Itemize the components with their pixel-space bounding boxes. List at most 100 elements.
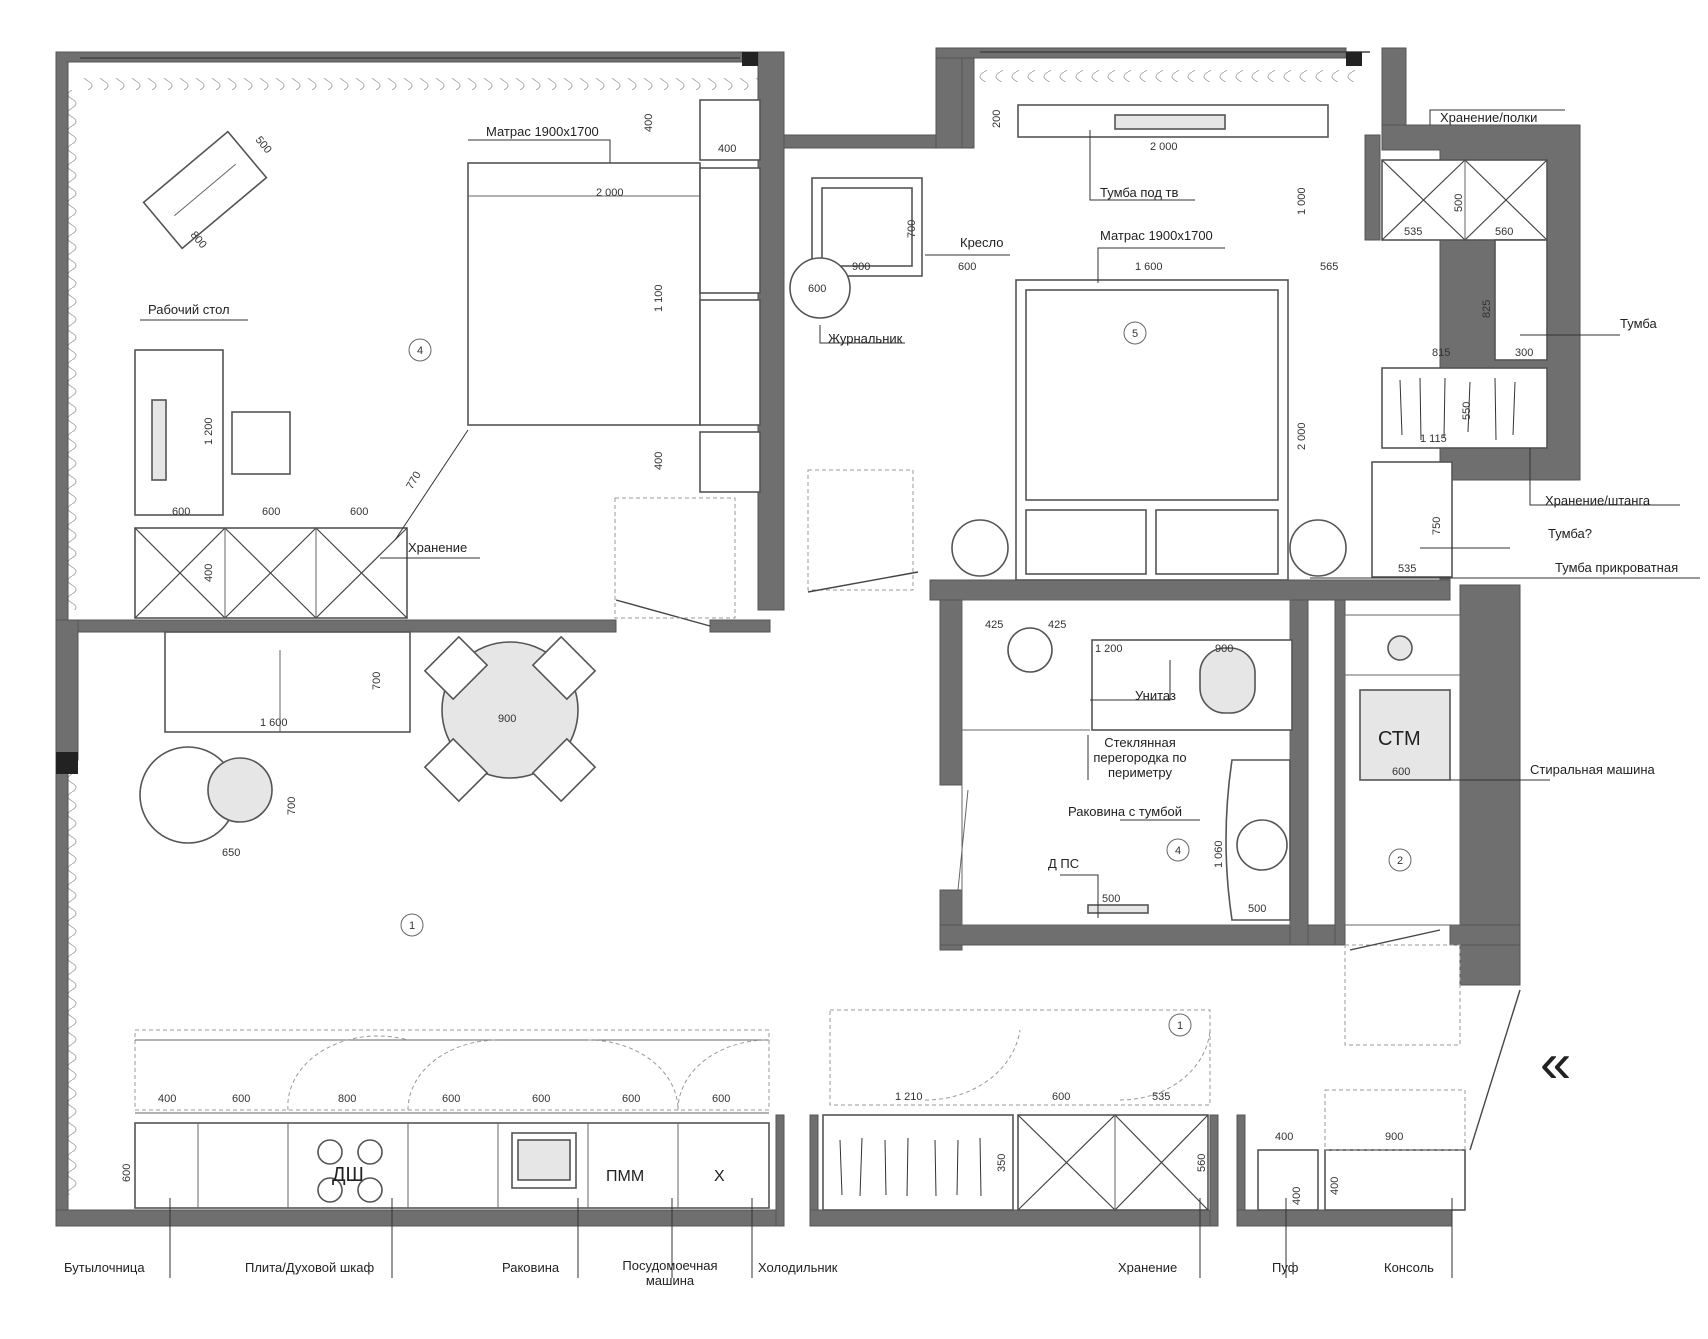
label-coffee-table: Журнальник	[828, 331, 903, 346]
mark-pmm: ПММ	[606, 1168, 644, 1185]
dim: 400	[158, 1093, 176, 1105]
dim: 500	[253, 134, 274, 156]
dim: 400	[1329, 1177, 1341, 1195]
dim: 560	[1495, 226, 1513, 238]
doors	[614, 497, 1441, 951]
dim: 600	[1052, 1091, 1070, 1103]
nightstand-1a[interactable]	[699, 99, 761, 161]
curtain-left-upper	[66, 90, 80, 610]
curtain-top-right	[962, 70, 1362, 82]
dim: 600	[808, 283, 826, 295]
coffee-table[interactable]	[789, 257, 851, 319]
label-armchair: Кресло	[960, 235, 1004, 250]
dimensions: 400 400 2 000 1 100 400 500 800 1 200 77…	[121, 110, 1533, 1205]
dim: 1 100	[653, 284, 665, 312]
dim: 815	[1432, 347, 1450, 359]
dim: 1 000	[1296, 187, 1308, 215]
desk-chair[interactable]	[231, 411, 291, 475]
nightstand-1b[interactable]	[699, 431, 761, 493]
dim: 200	[991, 110, 1003, 128]
dim: 1 060	[1213, 840, 1225, 868]
label-dishwasher: Посудомоечная машина	[622, 1258, 717, 1288]
toilet[interactable]	[1199, 647, 1256, 714]
label-mattress-2: Матрас 1900х1700	[1100, 228, 1213, 243]
dim: 400	[1275, 1131, 1293, 1143]
bed-1[interactable]	[467, 162, 701, 426]
console[interactable]	[1324, 1149, 1466, 1211]
dim: 600	[1392, 766, 1410, 778]
hall-storage-rod[interactable]	[822, 1114, 1014, 1211]
bedside-round-a[interactable]	[951, 519, 1009, 577]
dim: 2 000	[1150, 141, 1178, 153]
dim: 600	[712, 1093, 730, 1105]
dining-chairs[interactable]	[423, 635, 597, 803]
dim: 400	[643, 114, 655, 132]
label-storage-bedroom: Хранение	[408, 540, 467, 555]
column-marker	[56, 752, 78, 774]
hall-storage[interactable]	[1017, 1114, 1209, 1211]
dim: 650	[222, 847, 240, 859]
dim: 535	[1152, 1091, 1170, 1103]
pouf[interactable]	[1257, 1149, 1319, 1211]
dim: 1 200	[203, 417, 215, 445]
kitchen-counter[interactable]	[134, 1122, 770, 1209]
mark-x: Х	[714, 1168, 725, 1185]
bedside-round-b[interactable]	[1289, 519, 1347, 577]
living-room	[139, 631, 597, 844]
entry-door[interactable]	[1469, 989, 1521, 1151]
label-storage-shelves: Хранение/полки	[1440, 110, 1537, 125]
kitchen	[134, 1029, 770, 1209]
dim: 400	[1291, 1187, 1303, 1205]
dim: 400	[203, 564, 215, 582]
dim: 700	[906, 220, 918, 238]
leaders	[140, 109, 1700, 1278]
dim: 500	[1102, 893, 1120, 905]
rod-storage[interactable]	[1381, 367, 1548, 449]
pillow-2b	[1155, 509, 1279, 575]
bedroom-5	[789, 104, 1548, 591]
curtain-top-left	[78, 78, 758, 90]
dim: 400	[653, 452, 665, 470]
dim: 2 000	[1296, 422, 1308, 450]
dim: 800	[338, 1093, 356, 1105]
pillow-2a	[1025, 509, 1147, 575]
bathroom	[957, 599, 1293, 926]
label-glass-partition: Стеклянная перегородка по периметру	[1093, 735, 1186, 780]
washing-machine[interactable]	[1359, 689, 1451, 781]
dim: 700	[371, 672, 383, 690]
room-num: 5	[1132, 328, 1138, 340]
entrance-mark: «	[1540, 1031, 1571, 1094]
label-console: Консоль	[1384, 1260, 1434, 1275]
nightstand-q[interactable]	[1371, 461, 1453, 578]
dim: 425	[985, 619, 1003, 631]
dim: 600	[350, 506, 368, 518]
room-num: 4	[417, 345, 423, 357]
dim: 770	[404, 470, 424, 492]
laundry	[1344, 614, 1461, 926]
dim: 700	[286, 797, 298, 815]
rug-b	[207, 757, 273, 823]
dim: 900	[1215, 643, 1233, 655]
dim: 900	[498, 713, 516, 725]
label-stove-oven: Плита/Духовой шкаф	[245, 1260, 375, 1275]
desk[interactable]	[134, 349, 224, 516]
sofa[interactable]	[164, 631, 411, 733]
dim: 600	[442, 1093, 460, 1105]
dim: 550	[1461, 402, 1473, 420]
nightstand-right[interactable]	[1494, 239, 1548, 361]
dim: 2 000	[596, 187, 624, 199]
dim: 1 600	[1135, 261, 1163, 273]
dim: 500	[1248, 903, 1266, 915]
floor-drain	[1087, 904, 1149, 914]
label-mattress-1: Матрас 1900х1700	[486, 124, 599, 139]
dim: 300	[1515, 347, 1533, 359]
dim: 600	[121, 1164, 133, 1182]
room-num: 4	[1175, 845, 1181, 857]
dim: 600	[622, 1093, 640, 1105]
bath-basin[interactable]	[1007, 627, 1053, 673]
label-toilet: Унитаз	[1135, 688, 1176, 703]
dim: 600	[958, 261, 976, 273]
dim: 750	[1431, 517, 1443, 535]
label-washer: Стиральная машина	[1530, 762, 1656, 777]
